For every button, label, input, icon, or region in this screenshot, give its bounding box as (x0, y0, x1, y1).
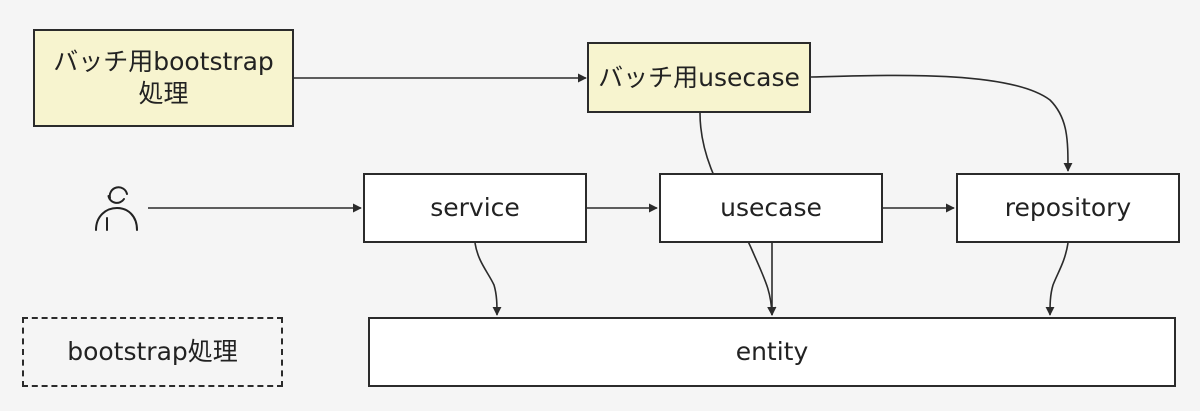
usecase-node: usecase (659, 173, 883, 243)
repository-label: repository (1004, 193, 1132, 222)
service-node: service (363, 173, 587, 243)
usecase-label: usecase (720, 193, 822, 222)
legend-bootstrap-node: bootstrap処理 (22, 317, 283, 387)
edge-service-to-entity (474, 242, 502, 316)
batch-usecase-node: バッチ用usecase (587, 42, 811, 113)
batch-bootstrap-node: バッチ用bootstrap 処理 (33, 29, 294, 127)
entity-label: entity (735, 337, 809, 366)
batch-usecase-label: バッチ用usecase (598, 62, 800, 92)
entity-node: entity (368, 317, 1176, 387)
edge-repository-to-entity (1045, 242, 1069, 316)
service-label: service (430, 193, 520, 222)
legend-bootstrap-label: bootstrap処理 (67, 337, 238, 366)
batch-bootstrap-label: バッチ用bootstrap 処理 (53, 47, 274, 108)
user-icon (95, 186, 138, 231)
edge-batch-usecase-to-repository (810, 74, 1073, 172)
repository-node: repository (956, 173, 1180, 243)
